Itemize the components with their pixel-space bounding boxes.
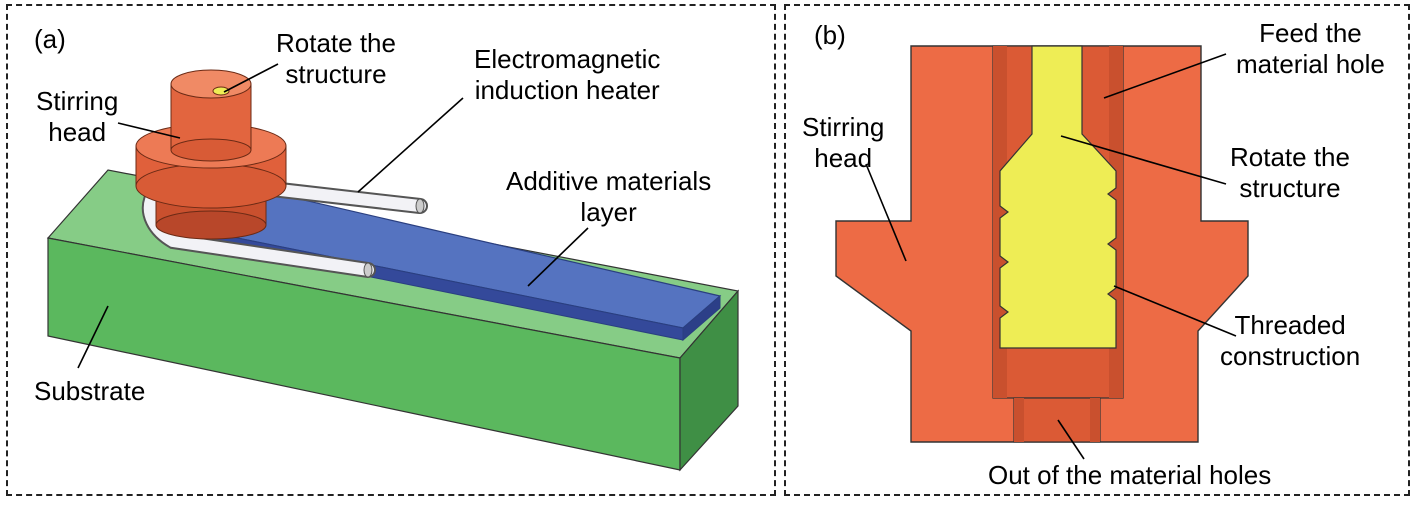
stirring-head-label: Stirring head: [36, 86, 119, 147]
panel-b-cross-section: [835, 45, 1249, 460]
substrate-label: Substrate: [34, 376, 146, 406]
rotating-core: [999, 45, 1117, 349]
panel-b: (b) Feed the material hole Stirring head…: [784, 4, 1410, 496]
panel-a-leader-lines: [77, 63, 589, 369]
rotate-structure-label: Rotate the structure: [276, 28, 396, 89]
panel-a-illustration: [46, 63, 740, 472]
outlet-hole-label: Out of the material holes: [988, 460, 1272, 490]
feed-hole-label: Feed the material hole: [1236, 18, 1385, 79]
panel-a: (a) Rotate the structure Stirring head E…: [6, 4, 776, 496]
induction-heater-label: Electromagnetic induction heater: [474, 44, 661, 105]
panel-b-tag: (b): [814, 20, 846, 50]
rotate-structure-label-b: Rotate the structure: [1230, 142, 1350, 203]
threaded-construction-label: Threaded construction: [1220, 310, 1361, 371]
panel-a-tag: (a): [34, 24, 66, 54]
additive-layer-label: Additive materials layer: [506, 166, 712, 227]
stirring-head-label-b: Stirring head: [802, 112, 885, 173]
outlet-hole: [1013, 397, 1101, 443]
panel-b-leader-lines: [865, 53, 1237, 460]
stirring-head: [135, 69, 287, 240]
